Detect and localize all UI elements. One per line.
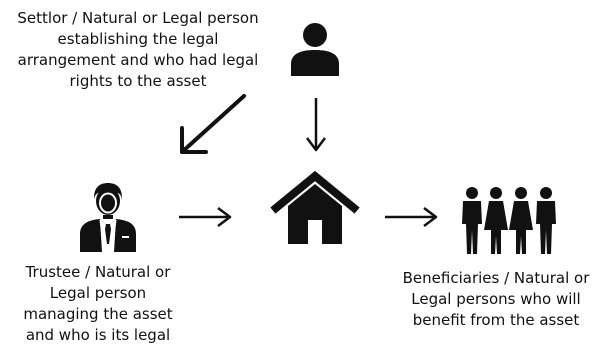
- businessman-icon: [80, 183, 136, 253]
- trustee-line-2: Legal person: [49, 284, 147, 302]
- settlor-description: Settlor / Natural or Legal person establ…: [0, 8, 276, 92]
- settlor-line-3: arrangement and who had legal: [17, 51, 259, 69]
- beneficiaries-line-2: Legal persons who will: [411, 290, 581, 308]
- house-icon: [270, 170, 360, 244]
- trustee-line-3: managing the asset: [23, 305, 173, 323]
- settlor-line-2: establishing the legal: [57, 30, 219, 48]
- beneficiaries-line-3: benefit from the asset: [412, 311, 580, 329]
- arrow-down-left-icon: [180, 94, 246, 154]
- arrow-right-icon: [385, 207, 438, 227]
- arrow-right-icon: [179, 207, 232, 227]
- beneficiaries-line-1: Beneficiaries / Natural or: [402, 269, 590, 287]
- group-of-people-icon: [462, 187, 556, 254]
- settlor-line-4: rights to the asset: [69, 72, 207, 90]
- person-icon: [291, 23, 339, 76]
- beneficiaries-description: Beneficiaries / Natural or Legal persons…: [384, 268, 608, 331]
- trustee-line-4: and who is its legal: [25, 326, 171, 344]
- trustee-line-1: Trustee / Natural or: [25, 263, 171, 281]
- trustee-description: Trustee / Natural or Legal person managi…: [0, 262, 196, 346]
- settlor-line-1: Settlor / Natural or Legal person: [17, 9, 259, 27]
- arrow-down-icon: [306, 98, 326, 152]
